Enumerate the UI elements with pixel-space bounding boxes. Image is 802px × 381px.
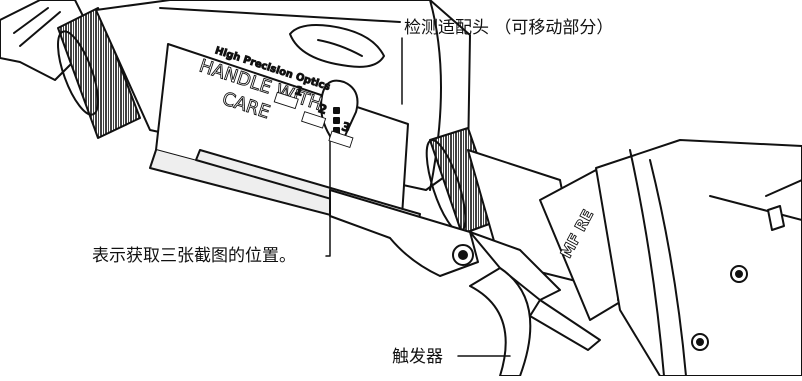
callout-probe-adapter: 检测适配头 （可移动部分） <box>404 18 614 38</box>
left-knurled-ring <box>57 7 141 139</box>
top-lever <box>289 24 385 68</box>
position-number-1: 1 <box>293 83 305 99</box>
callout-trigger: 触发器 <box>392 347 443 367</box>
leader-line-positions <box>325 135 331 257</box>
screw-lower <box>691 333 709 351</box>
position-selector-knob <box>320 79 359 139</box>
rear-housing <box>595 139 802 377</box>
position-icon-1 <box>273 91 299 110</box>
trigger-mechanism <box>329 189 561 301</box>
position-icon-2 <box>301 111 327 129</box>
position-icon-3 <box>328 130 354 148</box>
trigger-lever <box>469 267 601 377</box>
screw-upper <box>730 265 748 283</box>
callout-capture-positions: 表示获取三张截图的位置。 <box>92 246 296 266</box>
